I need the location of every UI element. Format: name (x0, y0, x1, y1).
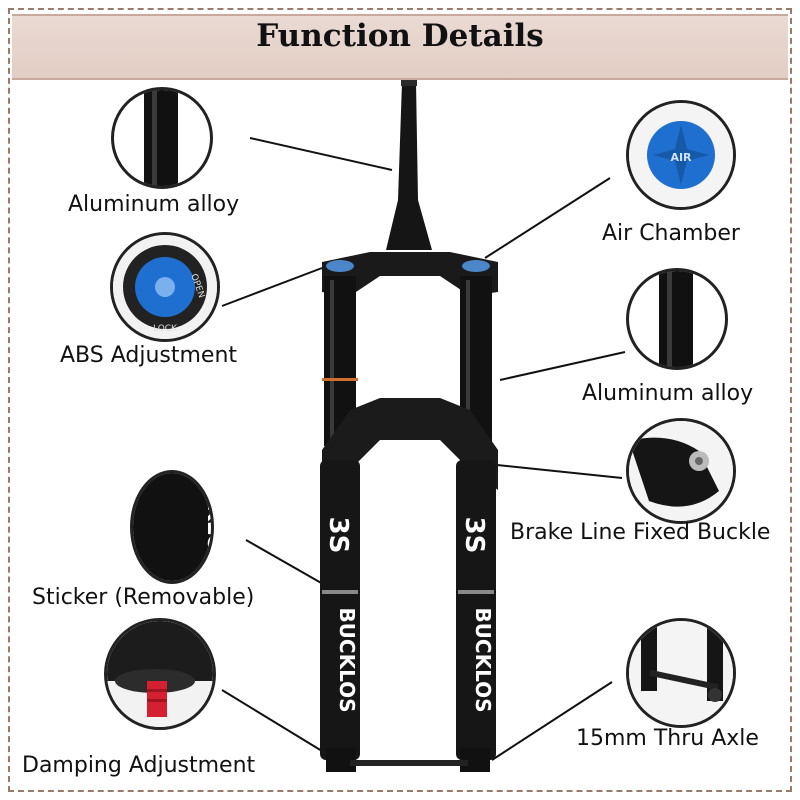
label-damping-adjustment: Damping Adjustment (22, 753, 256, 778)
right-brand-decal: BUCKLOS (471, 607, 495, 712)
right-top-cap (462, 260, 490, 272)
line-sticker (245, 539, 331, 589)
left-top-cap (326, 260, 354, 272)
steerer-top (401, 80, 417, 86)
inset-sticker: CKLOS (130, 470, 214, 584)
inset-abs-adjustment: OPEN LOCK (110, 232, 220, 342)
label-aluminum-alloy-left: Aluminum alloy (68, 192, 240, 217)
label-abs-adjustment: ABS Adjustment (60, 343, 238, 368)
page-frame (8, 8, 792, 792)
damping-knob-icon (107, 621, 213, 727)
line-abs (221, 267, 323, 307)
line-aluminum-left (249, 137, 393, 171)
steerer-tube (386, 82, 432, 250)
left-logo-decal: 3S (323, 517, 353, 554)
inset-aluminum-alloy-right (626, 268, 728, 370)
left-brand-decal: BUCKLOS (335, 607, 359, 712)
inset-aluminum-alloy-left (111, 87, 213, 189)
right-grey-stripe (458, 590, 494, 594)
right-lower-leg (456, 460, 496, 760)
page-title: Function Details (256, 18, 544, 54)
inset-damping-adjustment (104, 618, 216, 730)
o-ring (322, 378, 358, 381)
svg-text:CKLOS: CKLOS (202, 488, 213, 569)
svg-text:AIR: AIR (670, 151, 692, 164)
label-thru-axle: 15mm Thru Axle (576, 726, 759, 751)
line-aluminum-right (499, 351, 626, 381)
left-grey-stripe (322, 590, 358, 594)
label-air-chamber: Air Chamber (602, 221, 740, 246)
inset-air-chamber: AIR (626, 100, 736, 210)
inset-thru-axle (626, 618, 736, 728)
thru-axle-icon (629, 621, 733, 725)
aluminum-tube-icon (144, 90, 178, 186)
fork-crown (322, 252, 498, 296)
air-cap-icon: AIR (629, 103, 733, 207)
title-banner (12, 14, 788, 80)
label-aluminum-alloy-right: Aluminum alloy (582, 381, 754, 406)
label-brake-buckle: Brake Line Fixed Buckle (510, 520, 771, 545)
thru-axle-bar (350, 760, 468, 766)
stanchion-highlight-l (330, 280, 334, 440)
fork-arch (322, 398, 498, 490)
sticker-closeup-icon: CKLOS (133, 473, 213, 581)
svg-text:LOCK: LOCK (153, 324, 178, 334)
brake-buckle-icon (629, 421, 733, 521)
stanchion-highlight-r (466, 280, 470, 460)
right-logo-decal: 3S (459, 517, 489, 554)
inset-brake-buckle (626, 418, 736, 524)
line-air (484, 177, 611, 259)
label-sticker: Sticker (Removable) (32, 585, 255, 610)
left-lower-leg (320, 460, 360, 760)
line-axle (491, 681, 613, 761)
aluminum-tube-icon (659, 271, 693, 367)
abs-knob-icon: OPEN LOCK (113, 235, 217, 339)
